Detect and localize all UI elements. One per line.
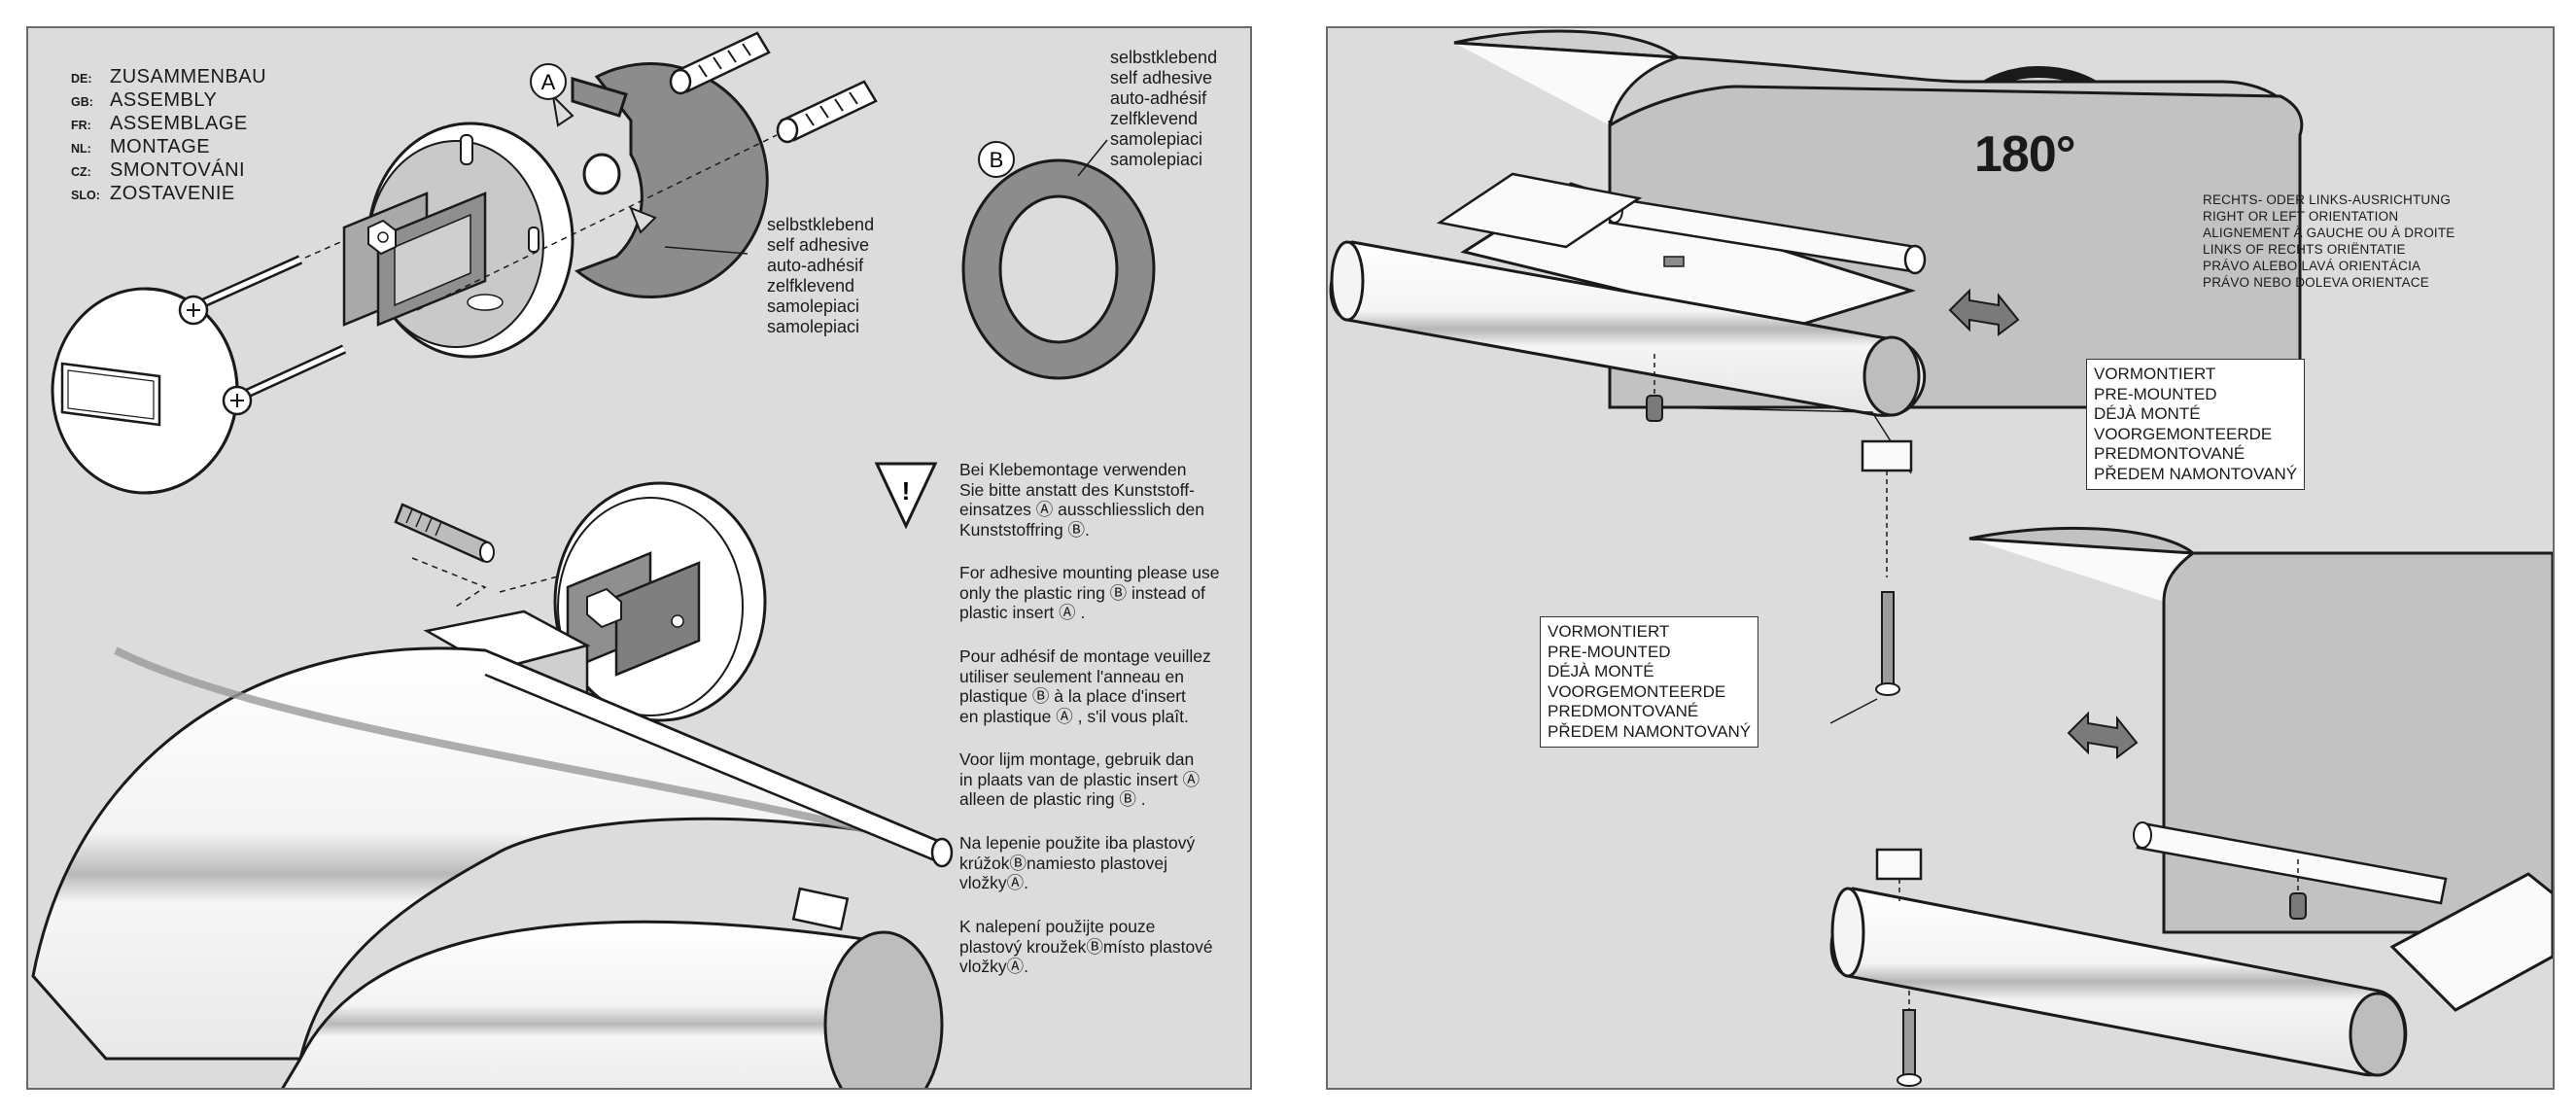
orientation-illustration bbox=[1329, 29, 2553, 1087]
warning-paragraph-de: Bei Klebemontage verwenden Sie bitte ans… bbox=[959, 460, 1204, 540]
adhesive-label-ring: selbstklebend self adhesive auto-adhésif… bbox=[1110, 48, 1218, 169]
screw-pin-mid bbox=[1875, 591, 1900, 696]
peg-upper bbox=[1646, 354, 1663, 422]
wall-plug-upper bbox=[669, 31, 771, 95]
orientation-panel: 180° RECHTS- ODER LINKS-AUSRICHTUNG RIGH… bbox=[1326, 26, 2555, 1090]
marker-a: A bbox=[530, 63, 567, 100]
end-cap-lower bbox=[1875, 848, 1923, 903]
premounted-label-mid: VORMONTIERT PRE-MOUNTED DÉJÀ MONTÉ VOORG… bbox=[1540, 616, 1759, 748]
warning-paragraph-en: For adhesive mounting please use only th… bbox=[959, 563, 1220, 622]
svg-text:B: B bbox=[990, 148, 1004, 172]
assembly-illustration: A B ! bbox=[31, 31, 1156, 1088]
assembly-title-list: DE:ZUSAMMENBAU GB:ASSEMBLY FR:ASSEMBLAGE… bbox=[71, 67, 266, 207]
double-arrow-upper-icon bbox=[1948, 288, 2020, 336]
orientation-caption: RECHTS- ODER LINKS-AUSRICHTUNG RIGHT OR … bbox=[2203, 192, 2455, 290]
double-arrow-lower-icon bbox=[2067, 711, 2139, 759]
axle-pin bbox=[394, 503, 495, 563]
title-row: GB:ASSEMBLY bbox=[71, 89, 218, 111]
holder-lower bbox=[1829, 526, 2553, 1077]
title-row: FR:ASSEMBLAGE bbox=[71, 113, 248, 134]
warning-paragraph-nl: Voor lijm montage, gebruik dan in plaats… bbox=[959, 750, 1201, 809]
screw-lower bbox=[222, 344, 347, 416]
warning-paragraph-sk: Na lepenie použite iba plastový krúžokⒷn… bbox=[959, 833, 1196, 892]
wall-plug-lower bbox=[776, 80, 878, 144]
holder-upper bbox=[1329, 29, 2304, 417]
adhesive-label-plate: selbstklebend self adhesive auto-adhésif… bbox=[767, 215, 875, 336]
svg-text:A: A bbox=[541, 70, 556, 94]
title-row: SLO:ZOSTAVENIE bbox=[71, 183, 235, 204]
svg-text:!: ! bbox=[902, 476, 911, 506]
marker-b: B bbox=[978, 141, 1015, 178]
warning-icon: ! bbox=[874, 462, 938, 530]
screw-upper bbox=[178, 255, 303, 326]
title-row: NL:MONTAGE bbox=[71, 136, 211, 157]
rotation-degrees: 180° bbox=[1974, 126, 2076, 183]
warning-paragraph-fr: Pour adhésif de montage veuillez utilise… bbox=[959, 646, 1211, 726]
bracket-detail-circle bbox=[553, 481, 767, 722]
cover-cap bbox=[51, 287, 239, 495]
plastic-insert-a bbox=[551, 62, 769, 299]
end-cap-upper bbox=[1861, 439, 1913, 577]
title-row: DE:ZUSAMMENBAU bbox=[71, 66, 267, 87]
screw-pin-lower bbox=[1897, 991, 1922, 1087]
assembly-panel: A B ! bbox=[26, 26, 1252, 1090]
premounted-label-upper: VORMONTIERT PRE-MOUNTED DÉJÀ MONTÉ VOORG… bbox=[2086, 359, 2306, 490]
roll-holder-body bbox=[31, 610, 954, 1088]
warning-paragraph-cz: K nalepení použijte pouze plastový krouž… bbox=[959, 917, 1213, 976]
title-row: CZ:SMONTOVÁNI bbox=[71, 159, 246, 181]
adhesive-ring-b bbox=[961, 158, 1156, 380]
wall-base-plate bbox=[342, 122, 574, 359]
